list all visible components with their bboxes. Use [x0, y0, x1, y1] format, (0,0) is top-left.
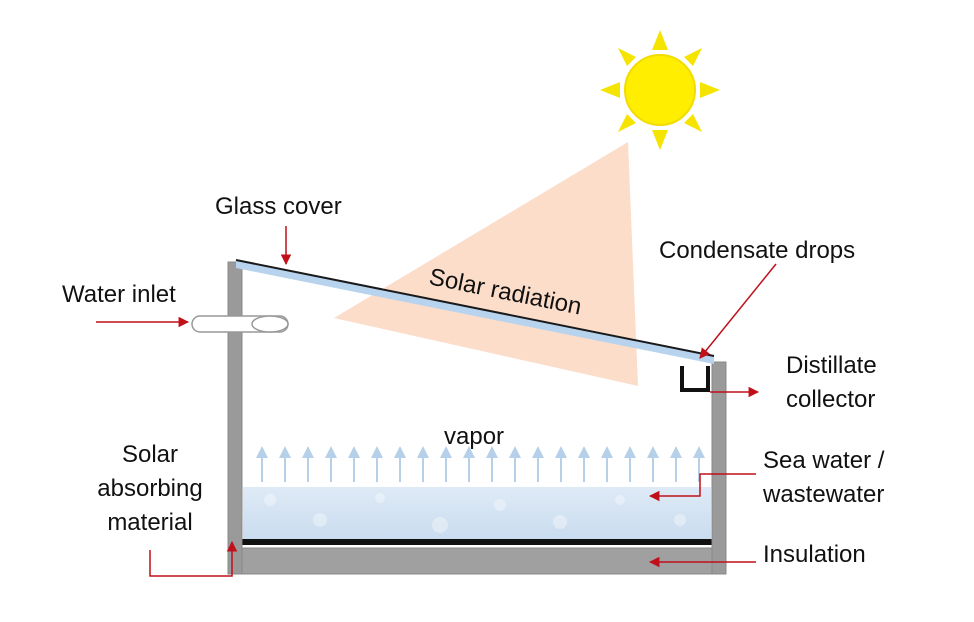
- left-wall: [227, 261, 243, 575]
- leader-arrows: [96, 226, 777, 577]
- sea-water-label-line1: Sea water /: [763, 447, 885, 474]
- right-wall: [711, 361, 727, 575]
- solar-absorbing-label-line2: absorbing: [97, 475, 202, 502]
- condensate-drops-leader: [699, 263, 777, 359]
- solar-radiation-beam: [334, 142, 638, 386]
- solar-absorbing-plate: [240, 539, 712, 545]
- distillate-collector-trough: [680, 366, 710, 392]
- water-inlet-label: Water inlet: [62, 281, 176, 308]
- solar-absorbing-leader: [149, 540, 238, 577]
- insulation-base: [227, 547, 727, 575]
- insulation-label: Insulation: [763, 541, 866, 568]
- water-inlet-pipe: [191, 315, 289, 333]
- sea-water-leader: [648, 473, 756, 502]
- vapor-label: vapor: [444, 423, 504, 450]
- vapor-arrows: [256, 446, 705, 482]
- glass-cover-label: Glass cover: [215, 193, 342, 220]
- solar-absorbing-label-line1: Solar: [122, 441, 178, 468]
- sun-icon: [600, 30, 720, 150]
- sea-water-label-line2: wastewater: [762, 481, 884, 508]
- distillate-collector-label-line2: collector: [786, 386, 875, 413]
- sea-water-body: [243, 487, 711, 539]
- water-texture: [264, 493, 686, 533]
- glass-cover: [236, 260, 714, 364]
- distillate-collector-label-line1: Distillate: [786, 352, 877, 379]
- condensate-drops-label: Condensate drops: [659, 237, 855, 264]
- solar-absorbing-label-line3: material: [107, 509, 192, 536]
